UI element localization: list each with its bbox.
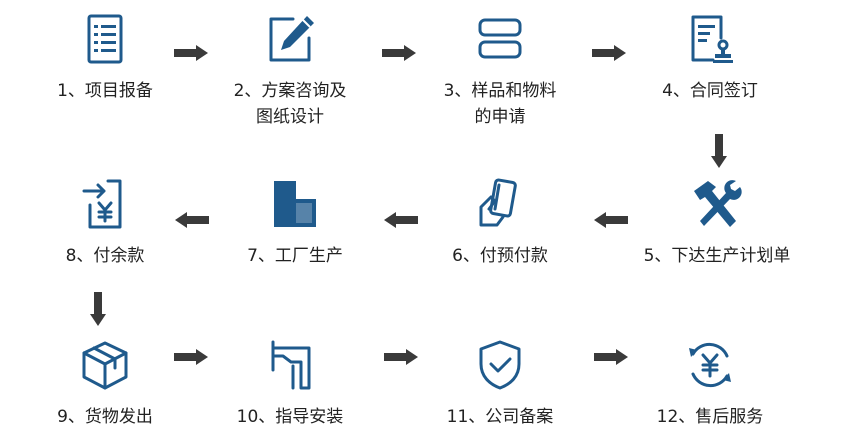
step-6: 6、付预付款: [415, 177, 585, 269]
step-label: 12、售后服务: [656, 407, 764, 427]
step-1: 1、项目报备: [20, 12, 190, 104]
shield-check-icon: [479, 340, 521, 390]
step-9: 9、货物发出: [20, 338, 190, 430]
installation-tool-icon: [271, 340, 311, 390]
hammer-wrench-icon: [694, 180, 742, 227]
arrow-right-icon: [594, 349, 628, 365]
package-box-icon: [82, 341, 128, 390]
step-11: 11、公司备案: [415, 338, 585, 430]
arrow-right-icon: [382, 45, 416, 61]
step-12: 12、售后服务: [625, 338, 795, 430]
arrow-down-icon: [90, 292, 106, 326]
step-2: 2、方案咨询及 图纸设计: [205, 12, 375, 130]
arrow-left-icon: [594, 212, 628, 228]
step-4: 4、合同签订: [625, 12, 795, 104]
step-label: 3、样品和物料 的申请: [443, 81, 557, 127]
step-label: 4、合同签订: [662, 81, 758, 101]
yuan-cycle-icon: [689, 342, 731, 388]
step-10: 10、指导安装: [205, 338, 375, 430]
step-label: 5、下达生产计划单: [643, 246, 791, 266]
step-label: 6、付预付款: [452, 246, 548, 266]
arrow-left-icon: [175, 212, 209, 228]
yuan-transfer-icon: [82, 179, 122, 229]
hand-card-payment-icon: [479, 178, 517, 227]
step-label: 1、项目报备: [57, 81, 153, 101]
document-list-icon: [87, 14, 123, 64]
step-label: 10、指导安装: [236, 407, 344, 427]
step-label: 8、付余款: [65, 246, 145, 266]
arrow-right-icon: [174, 349, 208, 365]
arrow-right-icon: [174, 45, 208, 61]
step-label: 2、方案咨询及 图纸设计: [233, 81, 347, 127]
arrow-down-icon: [711, 134, 727, 168]
step-5: 5、下达生产计划单: [632, 177, 802, 269]
step-label: 11、公司备案: [446, 407, 554, 427]
step-label: 7、工厂生产: [247, 246, 343, 266]
arrow-right-icon: [384, 349, 418, 365]
step-7: 7、工厂生产: [210, 177, 380, 269]
step-label: 9、货物发出: [57, 407, 153, 427]
step-8: 8、付余款: [20, 177, 190, 269]
arrow-left-icon: [384, 212, 418, 228]
contract-stamp-icon: [691, 15, 733, 63]
pencil-edit-icon: [269, 16, 314, 62]
arrow-right-icon: [592, 45, 626, 61]
factory-blocks-icon: [274, 181, 316, 227]
step-3: 3、样品和物料 的申请: [415, 12, 585, 130]
stacked-blocks-icon: [478, 18, 522, 59]
